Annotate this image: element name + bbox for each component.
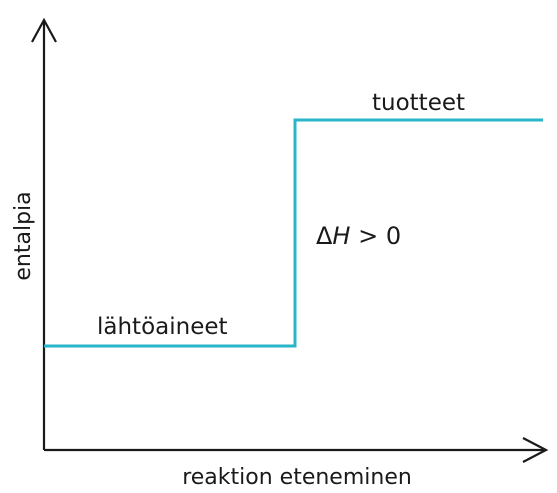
x-axis-label: reaktion eteneminen (182, 465, 412, 490)
reactants-label: lähtöaineet (97, 314, 228, 340)
delta-symbol: Δ (316, 222, 333, 250)
enthalpy-level-line (44, 118, 543, 348)
delta-h-variable: H (332, 222, 350, 250)
y-axis-label: entalpia (11, 191, 36, 280)
products-label: tuotteet (372, 90, 465, 116)
x-axis-arrowhead (522, 437, 549, 463)
delta-h-label: ΔH > 0 (316, 222, 401, 250)
delta-h-relation: > 0 (350, 222, 401, 250)
y-axis-arrowhead (31, 17, 57, 43)
